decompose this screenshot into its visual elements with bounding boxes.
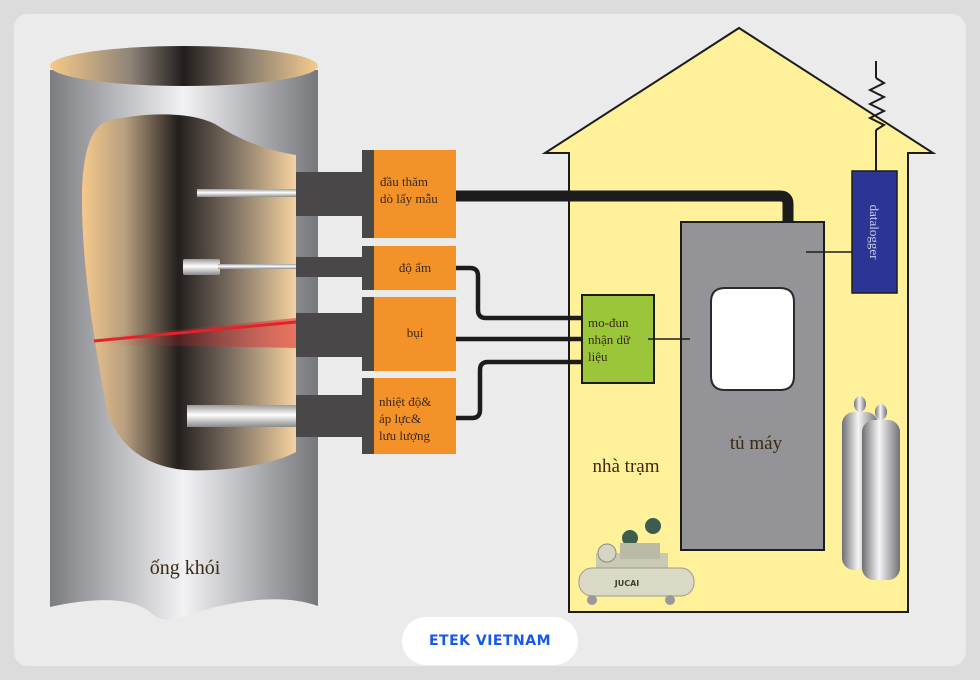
- svg-text:độ ẩm: độ ẩm: [399, 260, 431, 275]
- datalogger: datalogger: [851, 170, 898, 294]
- sensor-cables: [456, 265, 582, 421]
- mount-humidity: [296, 257, 376, 277]
- datalogger-label: datalogger: [867, 205, 882, 261]
- sensor-box-dust: bụi: [362, 297, 456, 371]
- probe-rod-humidity-tip: [183, 259, 220, 275]
- cable-temperature: [456, 359, 582, 421]
- probe-rod-humidity: [218, 264, 298, 269]
- svg-text:bụi: bụi: [407, 325, 424, 340]
- sensor-probe-line-1: đầu thăm: [380, 174, 428, 189]
- chimney-label: ống khói: [150, 557, 221, 579]
- sensor-temp-line-1: nhiệt độ&: [379, 394, 431, 409]
- svg-text:nhận dữ: nhận dữ: [588, 332, 631, 347]
- watermark-badge: ETEK VIETNAM: [402, 617, 578, 665]
- sensor-box-probe: đầu thăm dò lấy mẫu: [362, 150, 456, 238]
- svg-text:lưu lượng: lưu lượng: [379, 428, 430, 443]
- compressor-brand: JUCAI: [614, 579, 640, 588]
- svg-text:áp lực&: áp lực&: [379, 411, 421, 426]
- chimney-cutaway: [82, 114, 296, 471]
- laser-beam: [93, 320, 297, 343]
- instrument-cabinet: tủ máy: [680, 221, 825, 551]
- sensor-dust-label: bụi: [407, 325, 424, 340]
- probe-rod-temperature: [187, 405, 297, 427]
- svg-text:mo-đun: mo-đun: [588, 315, 629, 330]
- sensor-temp-line-2: áp lực&: [379, 411, 421, 426]
- air-compressor: JUCAI: [578, 518, 695, 605]
- svg-text:đầu thăm: đầu thăm: [380, 174, 428, 189]
- sensor-box-temperature: nhiệt độ& áp lực& lưu lượng: [362, 378, 456, 454]
- module-line-2: nhận dữ: [588, 332, 631, 347]
- module-line-3: liệu: [588, 349, 608, 364]
- cabinet-label: tủ máy: [730, 433, 783, 454]
- chimney-top-opening: [50, 46, 318, 86]
- data-module: mo-đun nhận dữ liệu: [581, 294, 655, 384]
- probe-rod-sampling: [197, 189, 297, 197]
- analyzer-window: [710, 287, 795, 391]
- module-line-1: mo-đun: [588, 315, 629, 330]
- probe-cable: [456, 190, 794, 222]
- svg-text:dò lấy mẫu: dò lấy mẫu: [380, 191, 438, 206]
- antenna-icon: [867, 61, 887, 171]
- svg-text:nhiệt độ&: nhiệt độ&: [379, 394, 431, 409]
- cable-humidity: [456, 265, 582, 321]
- watermark-text: ETEK VIETNAM: [428, 633, 552, 649]
- sensor-box-humidity: độ ẩm: [362, 246, 456, 290]
- chimney: ống khói: [50, 46, 318, 620]
- sensor-temp-line-3: lưu lượng: [379, 428, 430, 443]
- gas-cylinders: [842, 396, 900, 580]
- svg-text:liệu: liệu: [588, 349, 608, 364]
- sensor-humidity-label: độ ẩm: [399, 260, 431, 275]
- station-label: nhà trạm: [592, 456, 659, 477]
- sensor-probe-line-2: dò lấy mẫu: [380, 191, 438, 206]
